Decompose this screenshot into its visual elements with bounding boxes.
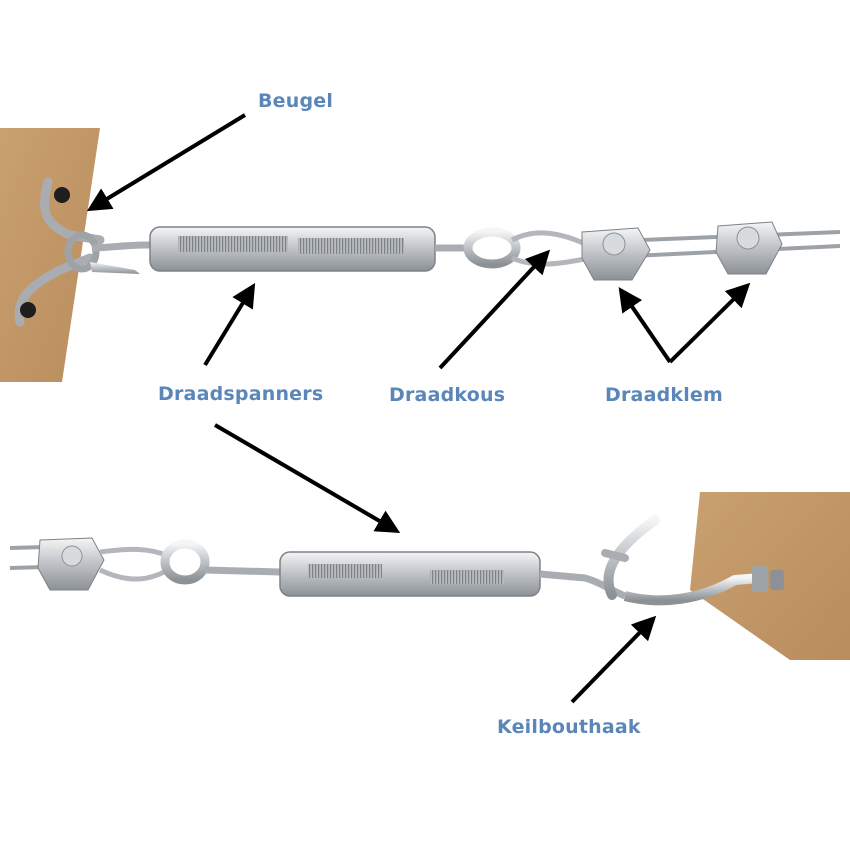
label-draadklem: Draadklem	[605, 384, 724, 406]
arrow-draadspanners-top	[203, 282, 256, 367]
top-wall-panel	[0, 128, 100, 382]
beugel-bracket	[14, 177, 140, 327]
bottom-wire-clip	[9, 537, 105, 591]
arrow-keilbouthaak	[570, 615, 657, 704]
label-draadkous: Draadkous	[389, 384, 506, 406]
label-keilbouthaak: Keilbouthaak	[497, 716, 641, 738]
bottom-turnbuckle	[204, 551, 627, 600]
top-wire-clips	[581, 221, 841, 281]
arrow-beugel	[86, 113, 247, 212]
top-thimble	[510, 230, 592, 267]
arrow-draadkous	[438, 249, 551, 370]
arrow-draadspanners-bottom	[213, 423, 401, 534]
label-draadspanners: Draadspanners	[158, 383, 324, 405]
bottom-thimble	[98, 539, 210, 585]
keilbouthaak-hook	[601, 515, 784, 606]
arrow-draadklem-left	[618, 287, 672, 364]
top-turnbuckle	[91, 226, 521, 272]
arrow-draadklem-right	[668, 282, 751, 364]
label-beugel: Beugel	[258, 90, 334, 112]
arrows	[86, 113, 751, 704]
